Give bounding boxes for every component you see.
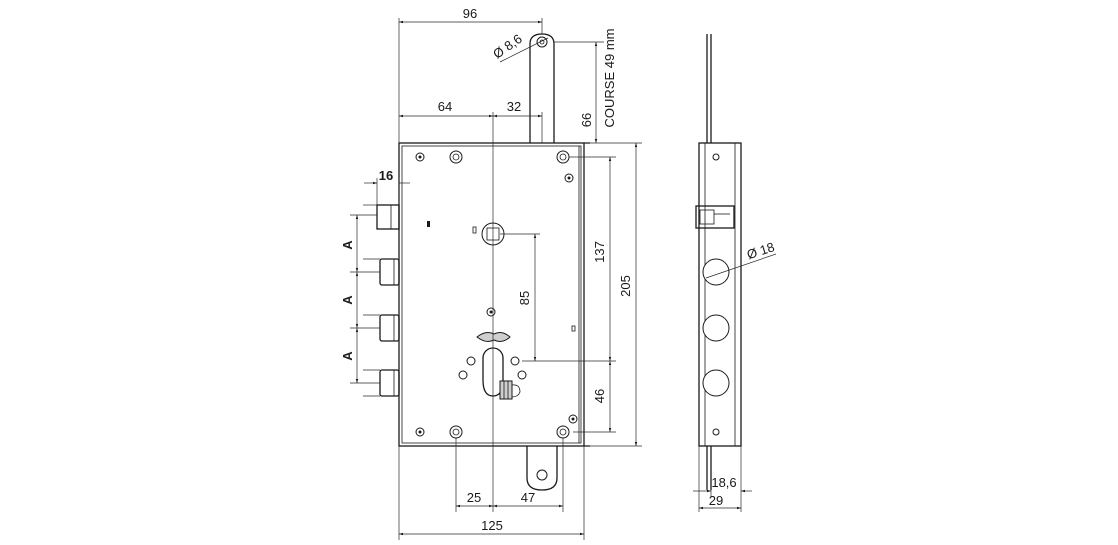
cylinder-cam [499,380,513,400]
side-dimension-lines [693,253,777,512]
top-rod-pin-hole [536,36,548,48]
faceplate-screw-hole [712,153,720,161]
screw-hole-center [418,430,422,434]
dim-label-85: 85 [517,291,532,305]
screw-hole [458,370,468,380]
screw-hole [466,356,476,366]
dead-bolt-3 [379,369,400,397]
bolt-bore [702,369,730,397]
dim-label-29: 29 [709,493,723,508]
dim-label-47: 47 [521,490,535,505]
dim-label-205: 205 [618,275,633,297]
bore-leader [705,253,777,279]
faceplate-outline [698,142,742,447]
screw-hole-center [567,176,571,180]
dimension-labels: 96 Ø 8,6 COURSE 49 mm 64 32 66 16 A A A … [340,6,776,533]
dim-label-16: 16 [379,168,393,183]
screw-hole-center [571,417,575,421]
faceplate-screw-hole [712,428,720,436]
front-view [376,33,590,491]
dim-label-25: 25 [467,490,481,505]
side-view [695,34,742,490]
latch-cam [476,332,511,342]
dim-label-a-3: A [340,351,355,361]
dim-label-18-6: 18,6 [711,475,736,490]
dim-label-137: 137 [592,241,607,263]
screw-hole-center [489,310,493,314]
dim-label-96: 96 [463,6,477,21]
dim-label-32: 32 [507,99,521,114]
slot-mark [427,221,430,227]
screw-hole [510,356,520,366]
dim-label-pin-diameter: Ø 8,6 [490,31,525,62]
screw-hole [517,370,527,380]
dim-label-a-2: A [340,295,355,305]
screw-hole [556,150,570,164]
slot-mark [472,226,477,234]
cam-lever [511,384,521,398]
bottom-rod [526,446,558,491]
bottom-rod-pin-hole [536,469,548,481]
dead-bolt-1 [379,258,400,286]
dim-label-bore-diameter: Ø 18 [745,239,776,262]
screw-holes [415,150,578,439]
side-latch [695,205,735,229]
screw-hole-inner [559,153,567,161]
screw-hole [449,150,463,164]
dim-label-46: 46 [592,389,607,403]
latch-bolt [376,204,400,230]
dim-label-66: 66 [579,113,594,127]
bolts [376,204,400,397]
dimension-lines [350,18,642,540]
bolt-bore [702,258,730,286]
lock-case-outline [398,142,585,447]
dim-label-course: COURSE 49 mm [602,29,617,128]
screw-hole-inner [452,153,460,161]
screw-hole-inner [452,428,460,436]
dim-label-125: 125 [481,518,503,533]
dead-bolt-2 [379,314,400,342]
slot-mark [571,325,576,332]
screw-hole-center [418,155,422,159]
screw-hole [556,425,570,439]
dim-label-a-1: A [340,240,355,250]
screw-hole-inner [559,428,567,436]
side-latch-detail [699,209,715,225]
dim-label-64: 64 [438,99,452,114]
screw-hole [449,425,463,439]
bolt-bore [702,314,730,342]
lock-case-inner-outline [401,145,582,444]
